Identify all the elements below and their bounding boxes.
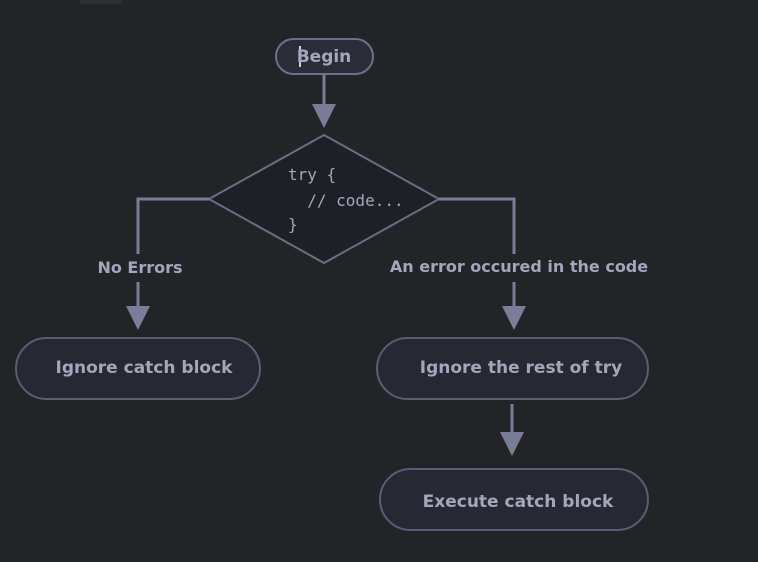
- edge-begin-to-decision: [312, 74, 336, 128]
- edge-no-errors: No Errors: [97, 197, 209, 330]
- edge-label-error: An error occured in the code: [390, 257, 648, 276]
- node-execute-catch-label: Execute catch block: [423, 492, 614, 512]
- edge-error: An error occured in the code: [390, 197, 648, 330]
- begin-label: Begin: [297, 47, 352, 67]
- decision-node-try: try { // code... }: [206, 133, 442, 265]
- node-ignore-catch: Ignore catch block: [15, 337, 261, 400]
- code-line-1: try {: [288, 165, 336, 184]
- node-ignore-rest: Ignore the rest of try: [376, 337, 649, 400]
- code-line-3: }: [288, 215, 298, 234]
- node-ignore-rest-label: Ignore the rest of try: [420, 358, 622, 378]
- edge-label-no-errors: No Errors: [97, 258, 182, 277]
- begin-node: Begin: [275, 38, 374, 75]
- code-line-2: // code...: [288, 191, 404, 210]
- node-ignore-catch-label: Ignore catch block: [56, 358, 234, 378]
- node-execute-catch: Execute catch block: [379, 468, 649, 531]
- top-strip: [80, 0, 122, 4]
- edge-rest-to-catch: [500, 404, 524, 456]
- text-cursor: [299, 46, 301, 67]
